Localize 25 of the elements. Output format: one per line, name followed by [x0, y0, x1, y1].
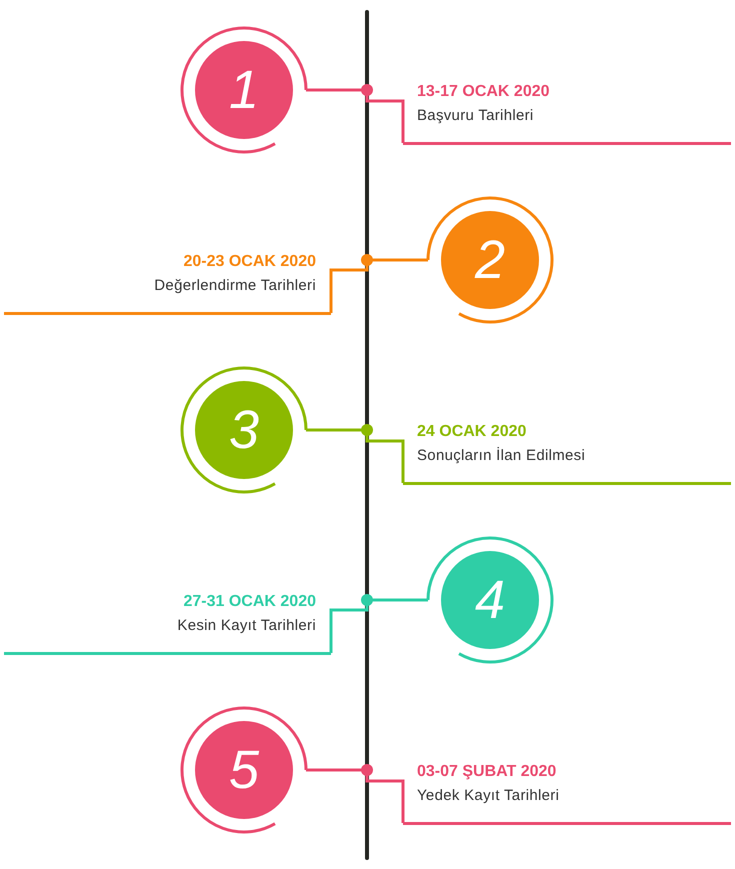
milestone-description: Sonuçların İlan Edilmesi	[417, 447, 586, 464]
step-number: 1	[228, 63, 260, 117]
connector-line	[306, 88, 404, 143]
milestone-description: Başvuru Tarihleri	[417, 107, 535, 124]
milestone-description: Değerlendirme Tarihleri	[153, 277, 316, 294]
step-number: 5	[228, 743, 260, 797]
step-circle	[179, 25, 309, 155]
step-circle	[425, 195, 555, 325]
step-circle	[179, 705, 309, 835]
connector-line	[330, 598, 428, 653]
milestone-date: 27-31 OCAK 2020	[182, 593, 316, 611]
step-circle	[179, 365, 309, 495]
step-number: 4	[474, 573, 506, 627]
milestone-description: Kesin Kayıt Tarihleri	[176, 617, 316, 634]
connector-line	[330, 258, 428, 313]
milestone-description: Yedek Kayıt Tarihleri	[417, 787, 560, 804]
milestone-date: 20-23 OCAK 2020	[182, 253, 316, 271]
milestone-date: 13-17 OCAK 2020	[417, 83, 551, 101]
milestone-date: 24 OCAK 2020	[417, 423, 528, 441]
connector-line	[306, 768, 404, 823]
milestone-date: 03-07 ŞUBAT 2020	[417, 763, 558, 781]
step-circle	[425, 535, 555, 665]
connector-line	[306, 428, 404, 483]
step-number: 3	[228, 403, 260, 457]
step-number: 2	[474, 233, 506, 287]
